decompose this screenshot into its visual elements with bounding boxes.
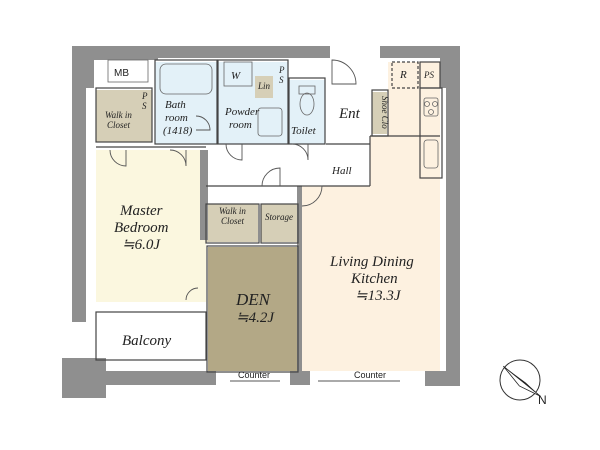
toilet-tank [298,85,316,95]
counter-label-1: Counter [238,370,270,380]
den-label: DEN [235,290,272,309]
entrance-label: Ent [338,106,361,122]
toilet-label: Toilet [291,125,317,137]
powder-room-area [218,62,288,144]
master-bedroom-area [96,150,206,302]
mb-label: MB [114,68,129,79]
living-label-2: Kitchen [350,271,398,287]
walls [62,46,460,398]
counter-label-2: Counter [354,370,386,380]
linen-label: Lin [257,81,271,91]
master-bedroom-size: ≒6.0J [122,237,161,253]
walk-in-closet-1-line2: Closet [107,120,131,130]
bathroom-label-2: room [165,112,188,124]
interior-lines [95,59,443,373]
shoe-closet-label: Shoe Clo [380,96,390,129]
room-fills [96,62,440,371]
ps-label-3: PS [423,70,434,80]
bathtub [159,63,213,95]
powder-room-label-1: Powder [224,106,260,118]
walk-in-closet-2-line1: Walk in [219,206,246,216]
linen-closet-area [255,76,273,98]
washer [223,61,253,87]
north-compass: N [499,359,547,407]
ps-label-1: P [141,91,148,101]
powder-room-label-2: room [229,119,252,131]
master-bedroom-label-1: Master [119,203,163,219]
living-area [300,62,440,371]
bathroom-label-1: Bath [165,99,186,111]
refrigerator-label: R [399,69,407,81]
vanity [257,107,283,137]
balcony-label: Balcony [122,333,171,349]
north-label: N [538,393,547,407]
toilet-bowl [299,92,315,116]
toilet-area [289,80,325,144]
den-size: ≒4.2J [236,310,275,326]
den-area [208,247,297,371]
walk-in-closet-2-area [206,204,258,242]
storage-area [261,204,297,242]
shoe-closet-area [372,92,387,134]
hall-label: Hall [331,165,352,177]
storage-label: Storage [265,212,293,222]
washer-label: W [231,70,241,82]
ps-label-2: P [278,65,285,75]
walk-in-closet-1-line1: Walk in [105,110,132,120]
ps-label-1b: S [142,101,147,111]
balcony-area [96,315,206,359]
fixtures [159,61,438,137]
master-bedroom-label-2: Bedroom [114,220,169,236]
doors [109,59,400,382]
ps-label-2b: S [279,75,284,85]
walk-in-closet-2-line2: Closet [221,216,245,226]
living-label-1: Living Dining [329,254,414,270]
labels: MB P S Walk in Closet Bath room (1418) W… [105,65,434,380]
walk-in-closet-1-area [96,90,152,142]
bathroom-label-3: (1418) [163,125,193,137]
living-size: ≒13.3J [355,288,402,304]
